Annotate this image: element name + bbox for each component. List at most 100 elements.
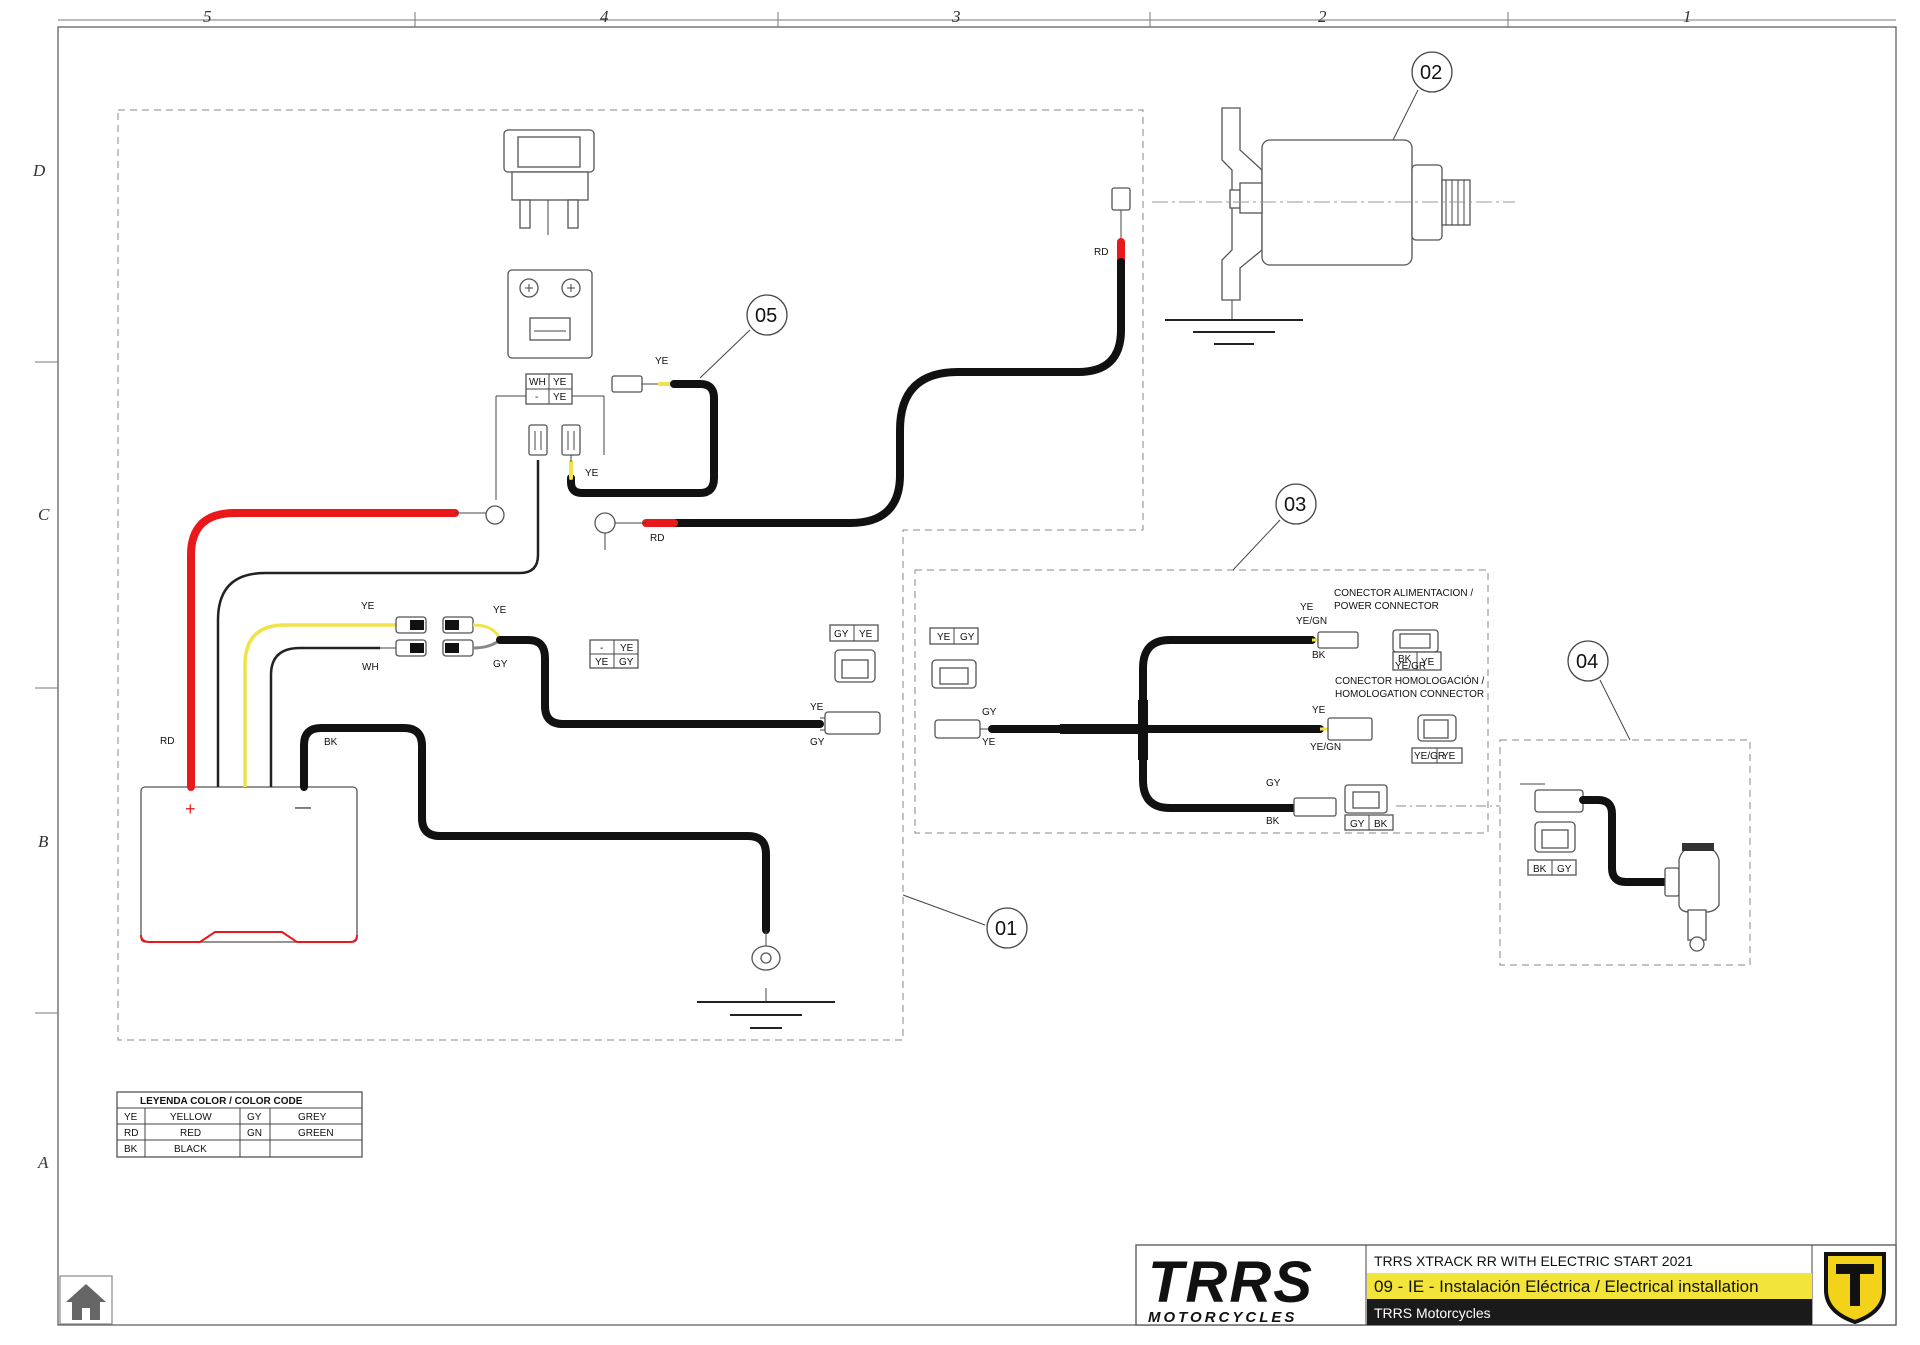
homolog-label-ye-gn: YE/GN xyxy=(1310,742,1341,753)
home-icon xyxy=(66,1284,106,1320)
trrs-shield-icon xyxy=(1824,1252,1886,1325)
legend-r1-code1: YE xyxy=(124,1112,138,1123)
label-rd-battery: RD xyxy=(160,736,174,747)
grid-column-2: 2 xyxy=(1318,7,1327,26)
homolog-connector-title: CONECTOR HOMOLOGACIÓN / xyxy=(1335,674,1484,687)
wire-battery-yellow xyxy=(243,623,380,787)
legend-r2-code1: RD xyxy=(124,1128,138,1139)
svg-text:02: 02 xyxy=(1420,62,1442,84)
h03-bottom-table-gy: GY xyxy=(1350,819,1365,830)
starter-relay: WH YE - YE xyxy=(495,129,605,500)
power-connector-title-en: POWER CONNECTOR xyxy=(1334,601,1439,612)
callout-03: 03 xyxy=(1232,483,1317,571)
ground-terminal-battery xyxy=(697,930,835,1029)
callout-01: 01 xyxy=(902,894,1028,949)
mini-table-dash: - xyxy=(600,643,603,654)
relay-label-dash: - xyxy=(535,392,538,403)
callout-04: 04 xyxy=(1567,640,1631,741)
grid-row-d: D xyxy=(32,161,46,180)
power-label-ye: YE xyxy=(1300,602,1314,613)
mini-code-table-left xyxy=(589,639,639,669)
harness-plug-right xyxy=(820,624,881,735)
callout-02: 02 xyxy=(1392,51,1453,141)
grid-row-a: A xyxy=(37,1153,49,1172)
mini-table-gy: GY xyxy=(619,657,634,668)
plug-table-ye: YE xyxy=(859,629,873,640)
legend-r2-code2: GN xyxy=(247,1128,262,1139)
grid-column-4: 4 xyxy=(600,7,609,26)
start-switch-04 xyxy=(1520,783,1720,952)
power-label-ye-gn: YE/GN xyxy=(1296,616,1327,627)
svg-text:04: 04 xyxy=(1576,651,1598,673)
legend-r1-name1: YELLOW xyxy=(170,1112,212,1123)
title-company: TRRS Motorcycles xyxy=(1374,1305,1491,1321)
homolog-label-ye: YE xyxy=(1312,705,1326,716)
grid-column-1: 1 xyxy=(1683,7,1692,26)
wire-battery-white xyxy=(269,646,380,787)
home-button[interactable] xyxy=(59,1275,113,1325)
h03-bottom-label-bk: BK xyxy=(1266,816,1280,827)
legend-r3-code1: BK xyxy=(124,1144,138,1155)
column-dividers xyxy=(35,12,1896,1014)
legend-r3-name1: BLACK xyxy=(174,1144,207,1155)
legend-r2-name2: GREEN xyxy=(298,1128,334,1139)
wire-signal-to-connector xyxy=(496,636,824,728)
h03-table-ye: YE xyxy=(937,632,951,643)
callout-05: 05 xyxy=(699,294,788,379)
logo-motorcycles: MOTORCYCLES xyxy=(1148,1309,1297,1326)
legend-r1-code2: GY xyxy=(247,1112,262,1123)
label-rd-relay-out: RD xyxy=(650,533,664,544)
relay-label-ye-2: YE xyxy=(553,392,567,403)
power-connector-title: CONECTOR ALIMENTACION / xyxy=(1334,588,1473,599)
homolog-table-ye-gr: YE/GR xyxy=(1414,751,1445,762)
wire-battery-relay-thin xyxy=(216,460,540,787)
homolog-connector-title-en: HOMOLOGATION CONNECTOR xyxy=(1335,689,1484,700)
grid-column-3: 3 xyxy=(951,7,961,26)
label-ye-bullet-left: YE xyxy=(361,601,375,612)
label-ye-plug: YE xyxy=(810,702,824,713)
h03-bottom-table-bk: BK xyxy=(1374,819,1388,830)
grid-column-5: 5 xyxy=(203,7,212,26)
h03-bottom-label-gy: GY xyxy=(1266,778,1281,789)
grid-row-b: B xyxy=(38,832,49,851)
title-section: 09 - IE - Instalación Eléctrica / Electr… xyxy=(1374,1277,1759,1296)
drawing-frame xyxy=(57,26,1897,1326)
power-label-bk: BK xyxy=(1312,650,1326,661)
relay-label-ye: YE xyxy=(553,377,567,388)
title-block xyxy=(1135,1244,1897,1326)
svg-text:03: 03 xyxy=(1284,494,1306,516)
battery-plus-sign: + xyxy=(185,799,196,819)
svg-text:01: 01 xyxy=(995,918,1017,940)
grid-row-c: C xyxy=(38,505,50,524)
label-ye-bullet-right: YE xyxy=(493,605,507,616)
label-gy-bullet: GY xyxy=(493,659,508,670)
power-table-bk: BK xyxy=(1398,654,1412,665)
harness-03 xyxy=(929,627,1500,831)
wire-battery-positive xyxy=(187,509,459,791)
starter-motor xyxy=(1152,107,1515,345)
legend-r2-name1: RED xyxy=(180,1128,201,1139)
mini-table-ye-bottom: YE xyxy=(595,657,609,668)
h03-label-gy: GY xyxy=(982,707,997,718)
homolog-table-ye: YE xyxy=(1442,751,1456,762)
legend-r1-name2: GREY xyxy=(298,1112,327,1123)
logo-trrs: TRRS xyxy=(1148,1250,1314,1315)
title-model: TRRS XTRACK RR WITH ELECTRIC START 2021 xyxy=(1374,1253,1693,1269)
wire-battery-negative xyxy=(300,724,770,934)
h03-label-ye: YE xyxy=(982,737,996,748)
label-gy-plug: GY xyxy=(810,737,825,748)
color-legend xyxy=(116,1091,363,1158)
mini-table-ye-top: YE xyxy=(620,643,634,654)
legend-title: LEYENDA COLOR / COLOR CODE xyxy=(140,1096,303,1107)
wire-relay-yellow-loop xyxy=(567,375,718,497)
label-ye-relay-top: YE xyxy=(655,356,669,367)
wire-starter-feed xyxy=(594,187,1131,550)
battery-minus-sign: — xyxy=(295,799,311,816)
power-table-ye-gr: YE/GR xyxy=(1395,661,1426,672)
label-bk-battery: BK xyxy=(324,737,338,748)
svg-text:05: 05 xyxy=(755,305,777,327)
label-wh-bullet: WH xyxy=(362,662,379,673)
battery: + — xyxy=(140,786,358,943)
